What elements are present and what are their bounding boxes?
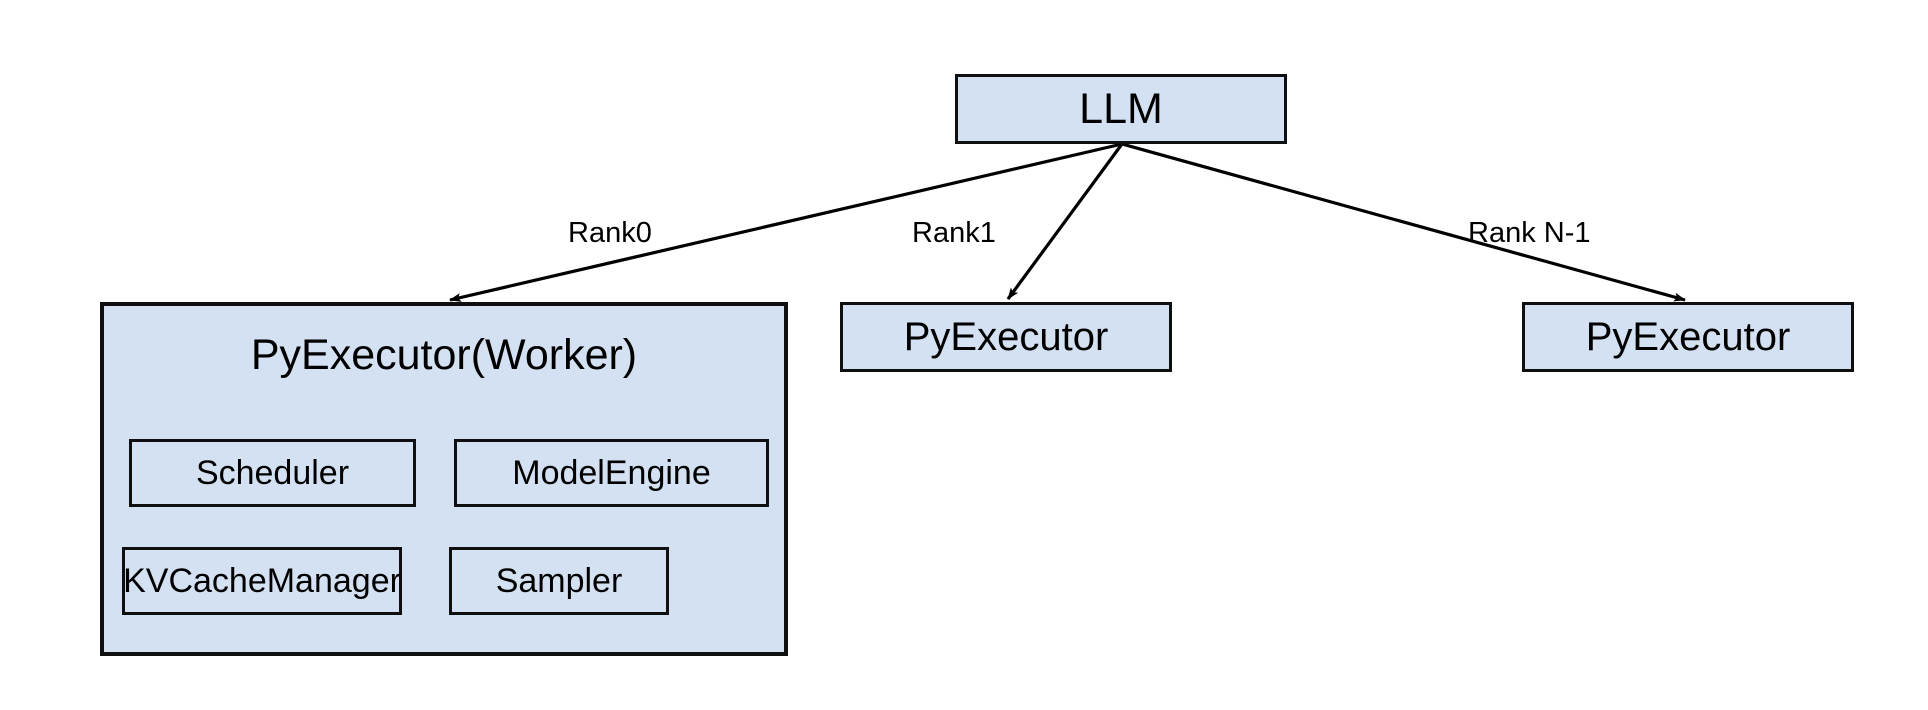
node-sampler[interactable]: Sampler xyxy=(449,547,669,615)
node-pyexecutor-rank1[interactable]: PyExecutor xyxy=(840,302,1172,372)
edge-label-rank0: Rank0 xyxy=(568,217,652,249)
node-kv-cache-manager-label: KVCacheManager xyxy=(123,562,401,600)
edge-rank-n-1 xyxy=(1121,142,1686,302)
node-pyexecutor-worker[interactable]: PyExecutor(Worker) Scheduler ModelEngine… xyxy=(100,302,788,656)
node-scheduler-label: Scheduler xyxy=(195,454,350,492)
node-pyexecutor-rank1-label: PyExecutor xyxy=(903,315,1109,359)
node-model-engine[interactable]: ModelEngine xyxy=(454,439,769,507)
node-pyexecutor-rank-n-1-label: PyExecutor xyxy=(1585,315,1791,359)
edge-rank1 xyxy=(1006,143,1124,300)
edge-rank0 xyxy=(449,142,1123,302)
node-model-engine-label: ModelEngine xyxy=(512,454,711,492)
node-kv-cache-manager[interactable]: KVCacheManager xyxy=(122,547,402,615)
edge-label-rank1: Rank1 xyxy=(912,217,996,249)
node-scheduler[interactable]: Scheduler xyxy=(129,439,416,507)
node-llm-label: LLM xyxy=(1079,84,1163,133)
node-pyexecutor-rank-n-1[interactable]: PyExecutor xyxy=(1522,302,1854,372)
node-sampler-label: Sampler xyxy=(495,562,623,600)
edge-label-rank-n-1: Rank N-1 xyxy=(1468,217,1591,249)
node-llm[interactable]: LLM xyxy=(955,74,1287,144)
node-pyexecutor-worker-label: PyExecutor(Worker) xyxy=(250,331,638,379)
